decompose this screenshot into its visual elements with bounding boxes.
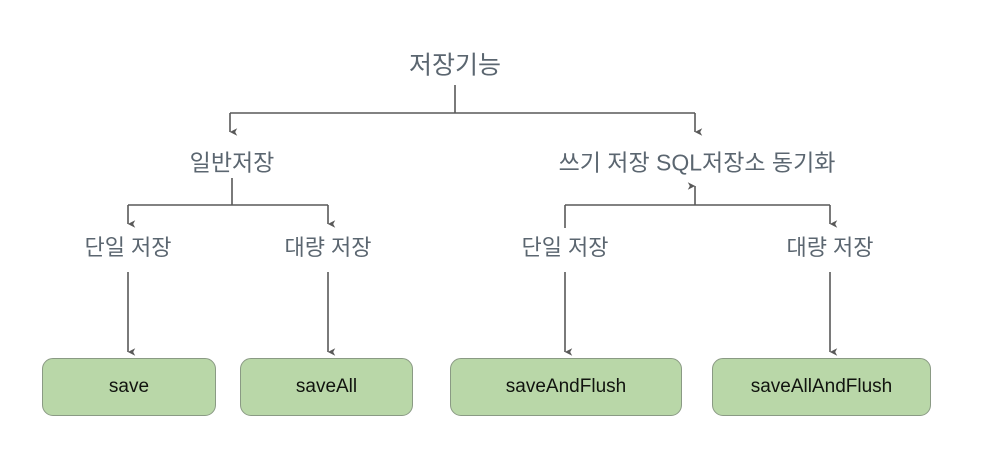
node-root-label: 저장기능 <box>408 51 502 80</box>
node-write-sql-sync-label: 쓰기 저장 SQL저장소 동기화 <box>558 149 836 176</box>
method-box-save-all-and-flush[interactable]: saveAllAndFlush <box>712 358 931 416</box>
method-box-save-and-flush[interactable]: saveAndFlush <box>450 358 682 416</box>
node-flush-bulk-save-label: 대량 저장 <box>786 234 874 260</box>
method-box-save-all[interactable]: saveAll <box>240 358 413 416</box>
node-general-save-label: 일반저장 <box>189 149 275 176</box>
method-box-save[interactable]: save <box>42 358 216 416</box>
node-general-single-save-label: 단일 저장 <box>84 234 172 260</box>
node-general-bulk-save-label: 대량 저장 <box>284 234 372 260</box>
node-flush-single-save-label: 단일 저장 <box>521 234 609 260</box>
